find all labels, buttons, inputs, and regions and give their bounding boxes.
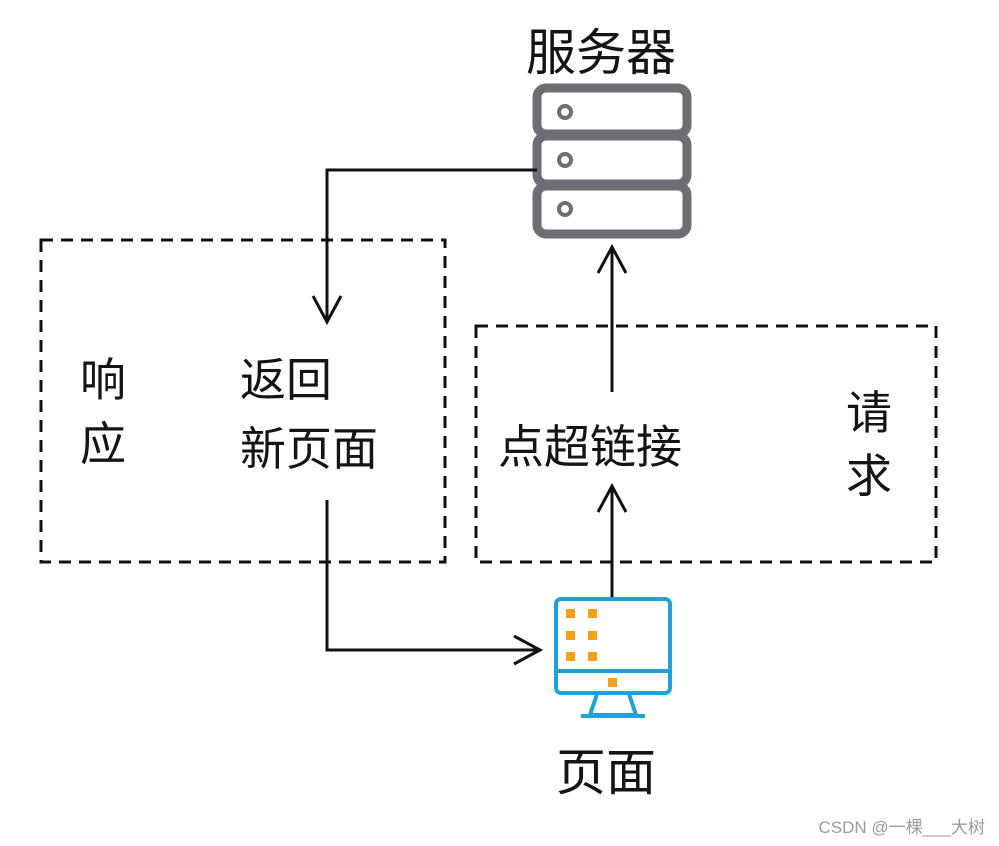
response-arrow-head xyxy=(311,295,343,326)
return-page-arrow-head xyxy=(513,634,544,666)
watermark: CSDN @一棵___大树 xyxy=(818,818,985,837)
server-label: 服务器 xyxy=(526,24,676,82)
click-link-text: 点超链接 xyxy=(498,420,682,474)
click-arrow-head xyxy=(596,482,628,513)
request-arrow-head xyxy=(596,243,628,274)
return-text-line-1: 返回 xyxy=(240,353,332,407)
desktop-monitor-icon xyxy=(554,597,672,718)
request-side-label-1: 请 xyxy=(846,386,892,440)
response-arrow-line xyxy=(325,168,537,322)
return-page-arrow-line xyxy=(325,500,540,652)
response-group-box xyxy=(39,238,447,564)
request-side-label-2: 求 xyxy=(846,449,892,503)
request-group-box xyxy=(474,324,938,564)
response-side-label-2: 应 xyxy=(80,417,126,471)
page-label: 页面 xyxy=(556,744,656,802)
return-text-line-2: 新页面 xyxy=(240,422,378,476)
server-rack-icon xyxy=(532,83,692,239)
response-side-label-1: 响 xyxy=(80,353,126,407)
